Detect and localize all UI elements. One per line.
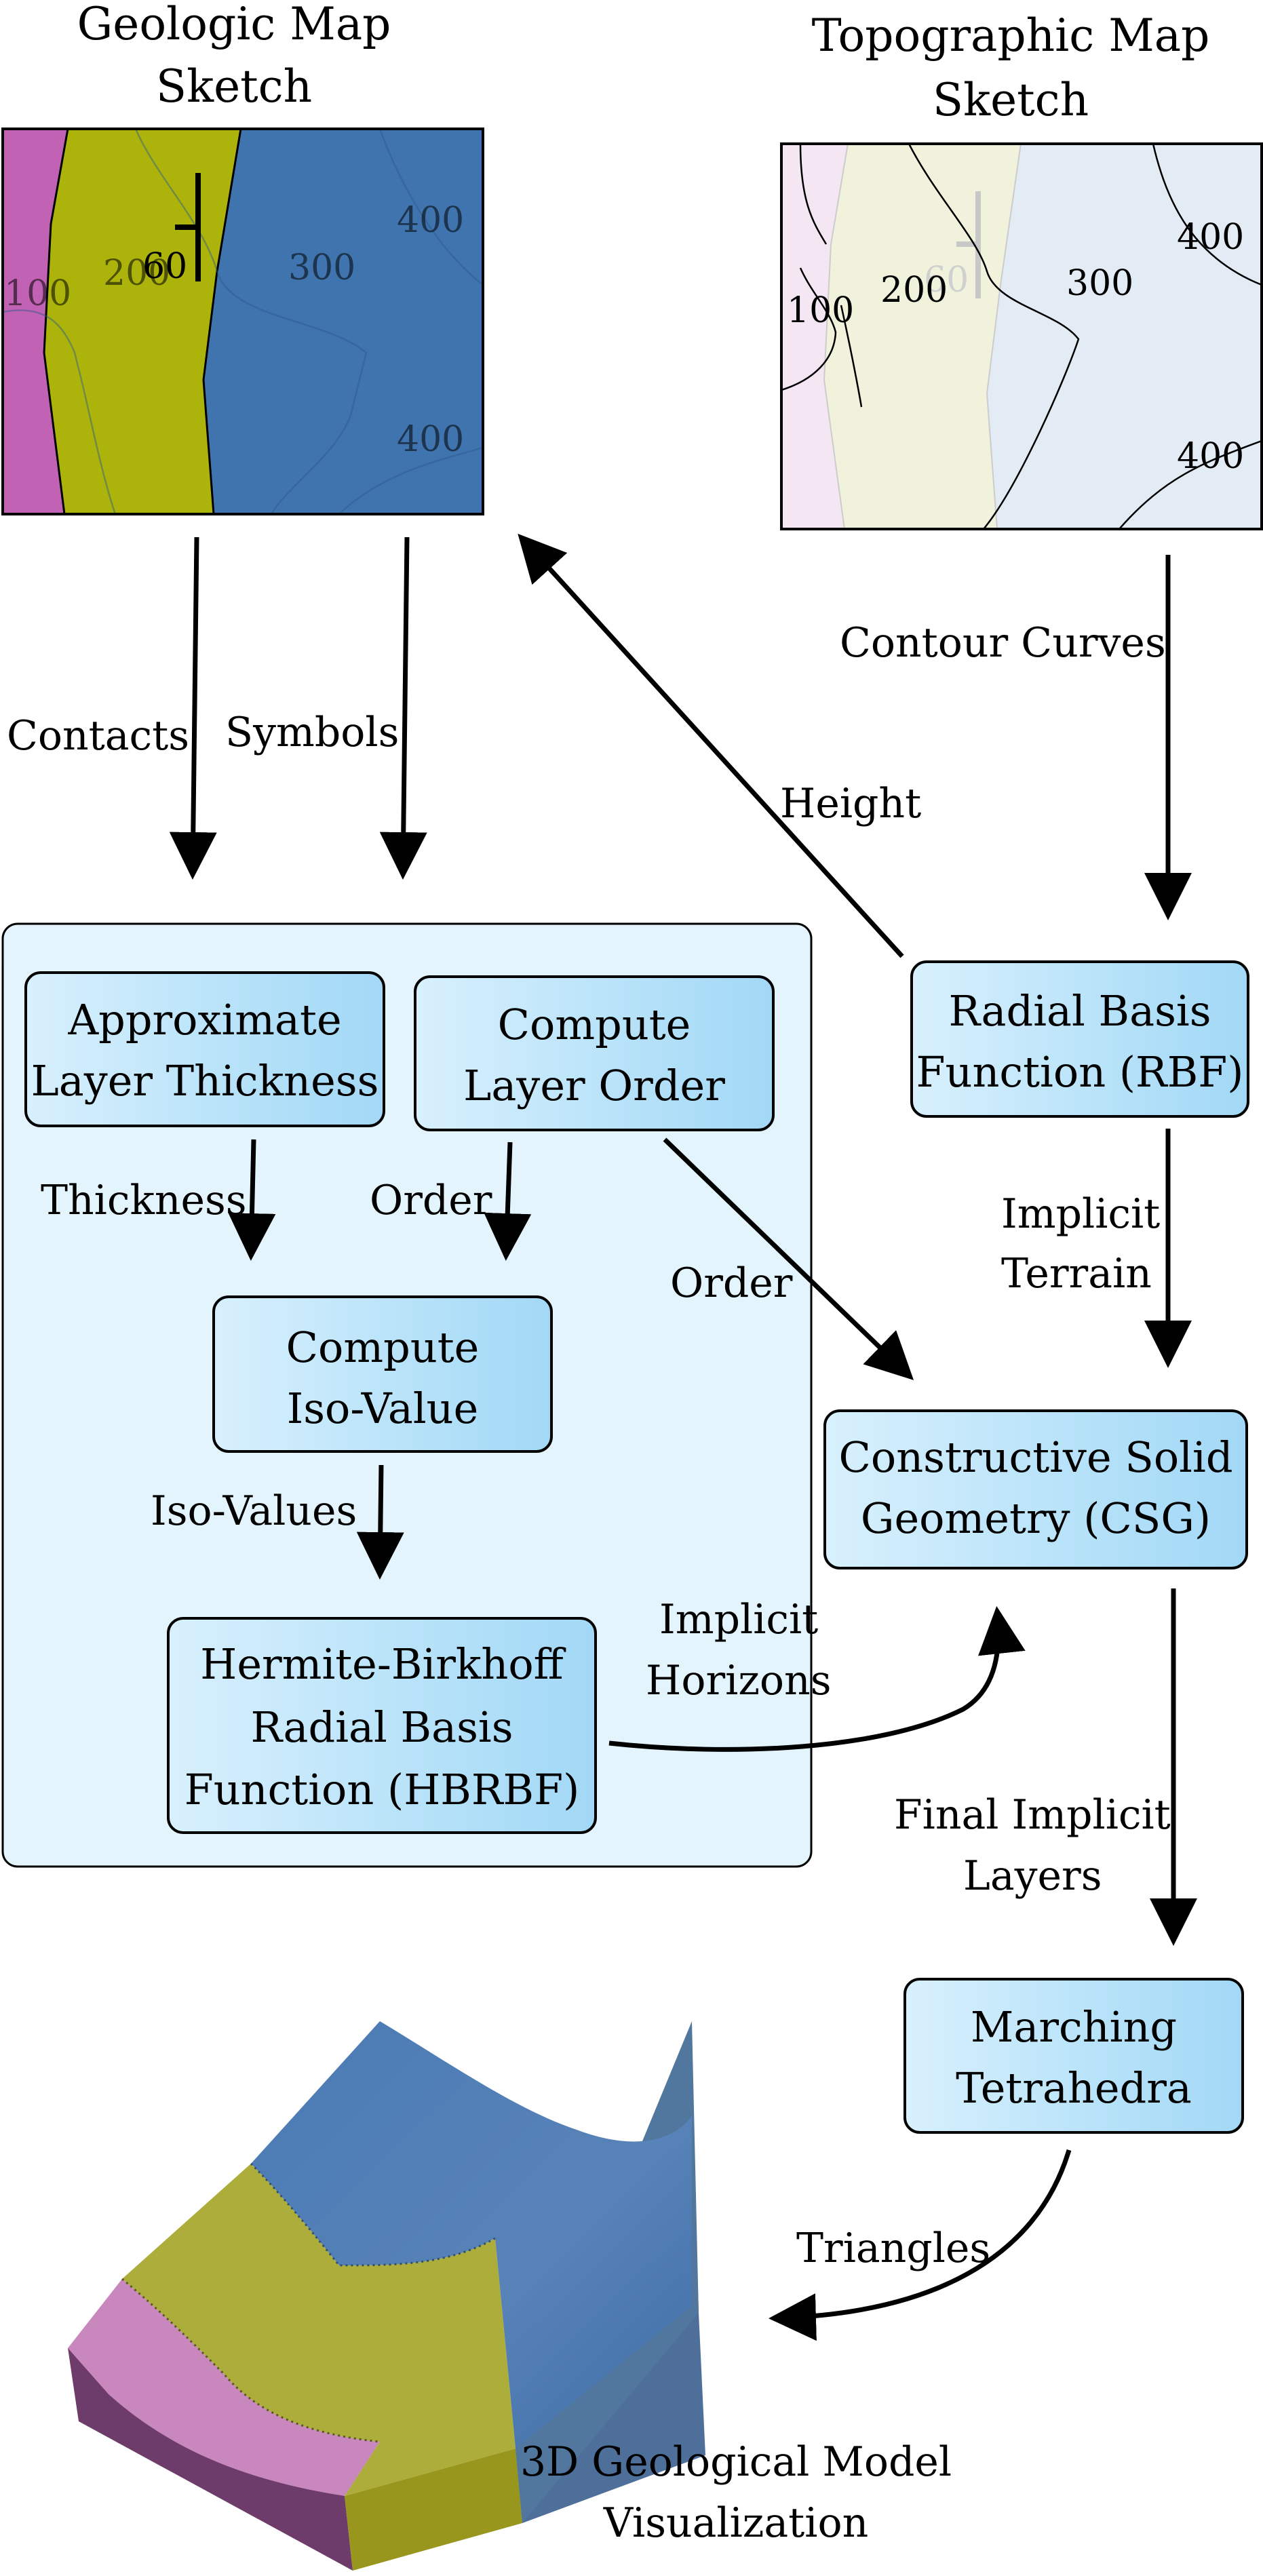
edge-label-implicit-horizons-line1: Implicit (659, 1596, 818, 1643)
edge-label-implicit-terrain-line2: Terrain (1001, 1250, 1152, 1297)
node-compute-iso-value: Compute Iso-Value (212, 1295, 553, 1453)
edge-label-triangles: Triangles (796, 2225, 990, 2272)
edge-contacts-arrow (169, 536, 217, 880)
strike-dip-symbol: 60 (142, 173, 201, 287)
geologic-contour-label-400-top: 400 (397, 200, 464, 241)
node-csg: Constructive Solid Geometry (CSG) (823, 1409, 1248, 1569)
node-hbrbf-line1: Hermite-Birkhoff (200, 1639, 566, 1689)
edge-label-thickness: Thickness (41, 1177, 247, 1224)
edge-label-implicit-terrain-line1: Implicit (1001, 1190, 1160, 1238)
3d-geological-model (68, 2021, 705, 2571)
node-hbrbf-line3: Function (HBRBF) (184, 1765, 580, 1814)
geologic-map-title: Geologic Map Sketch (77, 0, 391, 113)
model-caption-line1: 3D Geological Model (520, 2438, 952, 2486)
geologic-map-title-line1: Geologic Map (77, 0, 391, 50)
node-iso-line1: Compute (286, 1323, 480, 1372)
topo-faint-yellow-region (824, 144, 1021, 529)
node-rbf-line1: Radial Basis (948, 986, 1211, 1036)
edge-label-contour-curves: Contour Curves (840, 619, 1166, 667)
model-purple-top-face (68, 2279, 380, 2496)
edge-symbols-arrow (379, 536, 427, 880)
topographic-map-title-line1: Topographic Map (812, 9, 1210, 62)
topo-contour-lines (781, 144, 1262, 529)
node-compute-layer-order: Compute Layer Order (414, 975, 775, 1131)
node-csg-line1: Constructive Solid (838, 1432, 1232, 1482)
geologic-contour-label-100: 100 (4, 273, 71, 314)
node-approx-line2: Layer Thickness (31, 1056, 379, 1106)
topographic-map-title-line2: Sketch (933, 74, 1089, 126)
dip-value-label: 60 (142, 246, 187, 287)
edges (169, 533, 1197, 2341)
edge-thickness-arrow (228, 1139, 276, 1261)
node-hbrbf: Hermite-Birkhoff Radial Basis Function (… (167, 1617, 597, 1834)
edge-label-symbols: Symbols (225, 709, 399, 756)
topo-faint-dip-value: 60 (924, 260, 969, 300)
topo-contour-label-400-bottom: 400 (1177, 436, 1244, 477)
edge-order-right-arrow (663, 1137, 914, 1380)
geologic-contour-label-300: 300 (288, 248, 355, 288)
geologic-map-sketch: 100 200 300 400 400 60 (1, 128, 484, 515)
model-caption-line2: Visualization (603, 2499, 869, 2547)
edge-label-final-layers-line1: Final Implicit (894, 1791, 1171, 1839)
node-hbrbf-line2: Radial Basis (250, 1702, 513, 1752)
edge-iso-values-arrow (356, 1464, 404, 1580)
topographic-map-title: Topographic Map Sketch (812, 9, 1210, 126)
node-rbf: Radial Basis Function (RBF) (910, 960, 1249, 1118)
edge-label-iso-values: Iso-Values (151, 1487, 357, 1535)
edge-triangles-arrow (769, 2149, 1072, 2341)
edge-label-order-left: Order (370, 1177, 492, 1224)
node-marching-tetrahedra: Marching Tetrahedra (903, 1978, 1244, 2134)
node-marching-line2: Tetrahedra (956, 2063, 1192, 2113)
geologic-contact-line (202, 129, 242, 514)
geologic-map-frame (1, 128, 484, 515)
geologic-contact-line (43, 129, 69, 514)
node-csg-line2: Geometry (CSG) (861, 1494, 1211, 1543)
geologic-faint-contours (3, 129, 483, 514)
node-marching-line1: Marching (971, 2002, 1177, 2052)
node-order-line1: Compute (498, 1000, 691, 1049)
topographic-map-frame (780, 142, 1263, 530)
geologic-contour-label-200: 200 (103, 253, 170, 294)
geologic-map-title-line2: Sketch (156, 60, 312, 113)
edge-label-implicit-horizons-line2: Horizons (646, 1657, 832, 1704)
model-blue-top-face (251, 2021, 692, 2448)
topo-contour-label-400-top: 400 (1177, 217, 1244, 258)
topo-contour-label-100: 100 (787, 290, 854, 331)
model-yellow-side-face (345, 2448, 522, 2571)
edge-height-arrow (518, 533, 904, 958)
node-approx-line1: Approximate (67, 995, 341, 1045)
edge-order-left-arrow (484, 1141, 532, 1261)
edge-label-final-layers-line2: Layers (963, 1852, 1102, 1900)
topo-contour-label-300: 300 (1066, 263, 1133, 304)
node-iso-line2: Iso-Value (287, 1384, 479, 1433)
model-yellow-top-face (122, 2164, 516, 2496)
edge-implicit-horizons-arrow (608, 1606, 1026, 1752)
node-approximate-layer-thickness: Approximate Layer Thickness (24, 971, 385, 1127)
topo-contour-label-200: 200 (880, 270, 948, 311)
node-order-line2: Layer Order (463, 1061, 725, 1110)
edge-label-height: Height (780, 780, 921, 827)
edge-label-contacts: Contacts (7, 712, 189, 760)
node-rbf-line2: Function (RBF) (916, 1047, 1244, 1097)
topographic-map-sketch: 60 100 200 300 400 400 (780, 142, 1263, 530)
edge-label-order-right: Order (670, 1260, 793, 1307)
geologic-contour-label-400-bottom: 400 (397, 419, 464, 460)
